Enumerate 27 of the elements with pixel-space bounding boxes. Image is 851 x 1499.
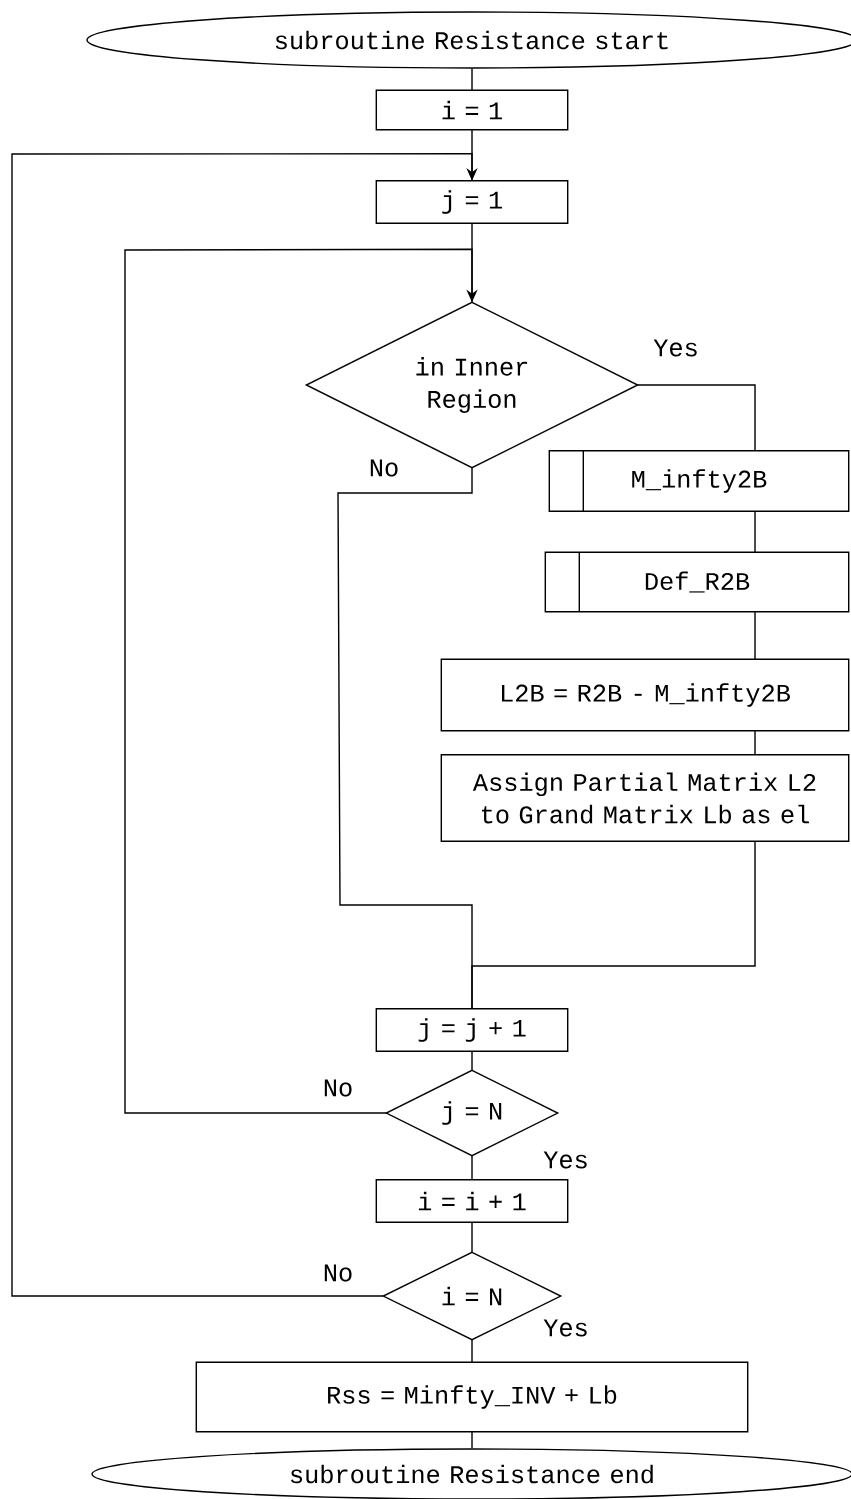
flow-line bbox=[754, 510, 756, 553]
process-box: Assign Partial Matrix L2 to Grand Matrix Lb as el bbox=[440, 754, 850, 842]
process-box: Rss = Minfty_INV + Lb bbox=[195, 1361, 749, 1433]
subroutine-box: M_infty2B bbox=[548, 450, 850, 512]
edge-label: No bbox=[321, 1263, 355, 1283]
flow-line bbox=[471, 1221, 473, 1253]
flow-line bbox=[471, 129, 473, 182]
subroutine-box: Def_R2B bbox=[544, 551, 850, 613]
arrow bbox=[11, 153, 478, 1297]
flow-line bbox=[471, 222, 473, 303]
process-box: j = j + 1 bbox=[375, 1008, 569, 1052]
edge-label: No bbox=[321, 1078, 355, 1098]
edge-label: Yes bbox=[651, 338, 701, 358]
flow-line bbox=[471, 1155, 473, 1181]
flow-line bbox=[471, 68, 473, 91]
flow-line bbox=[471, 1339, 473, 1364]
arrow bbox=[124, 248, 478, 1114]
process-box: j = 1 bbox=[375, 180, 569, 224]
flow-line bbox=[471, 1050, 473, 1071]
flow-line bbox=[337, 467, 473, 1010]
process-box: i = i + 1 bbox=[375, 1179, 569, 1223]
process-box: L2B = R2B - M_infty2B bbox=[440, 658, 850, 732]
flow-line bbox=[471, 1431, 473, 1450]
flow-line bbox=[754, 611, 756, 660]
flow-line bbox=[637, 384, 756, 452]
process-box: i = 1 bbox=[375, 89, 569, 131]
flow-line bbox=[754, 730, 756, 756]
